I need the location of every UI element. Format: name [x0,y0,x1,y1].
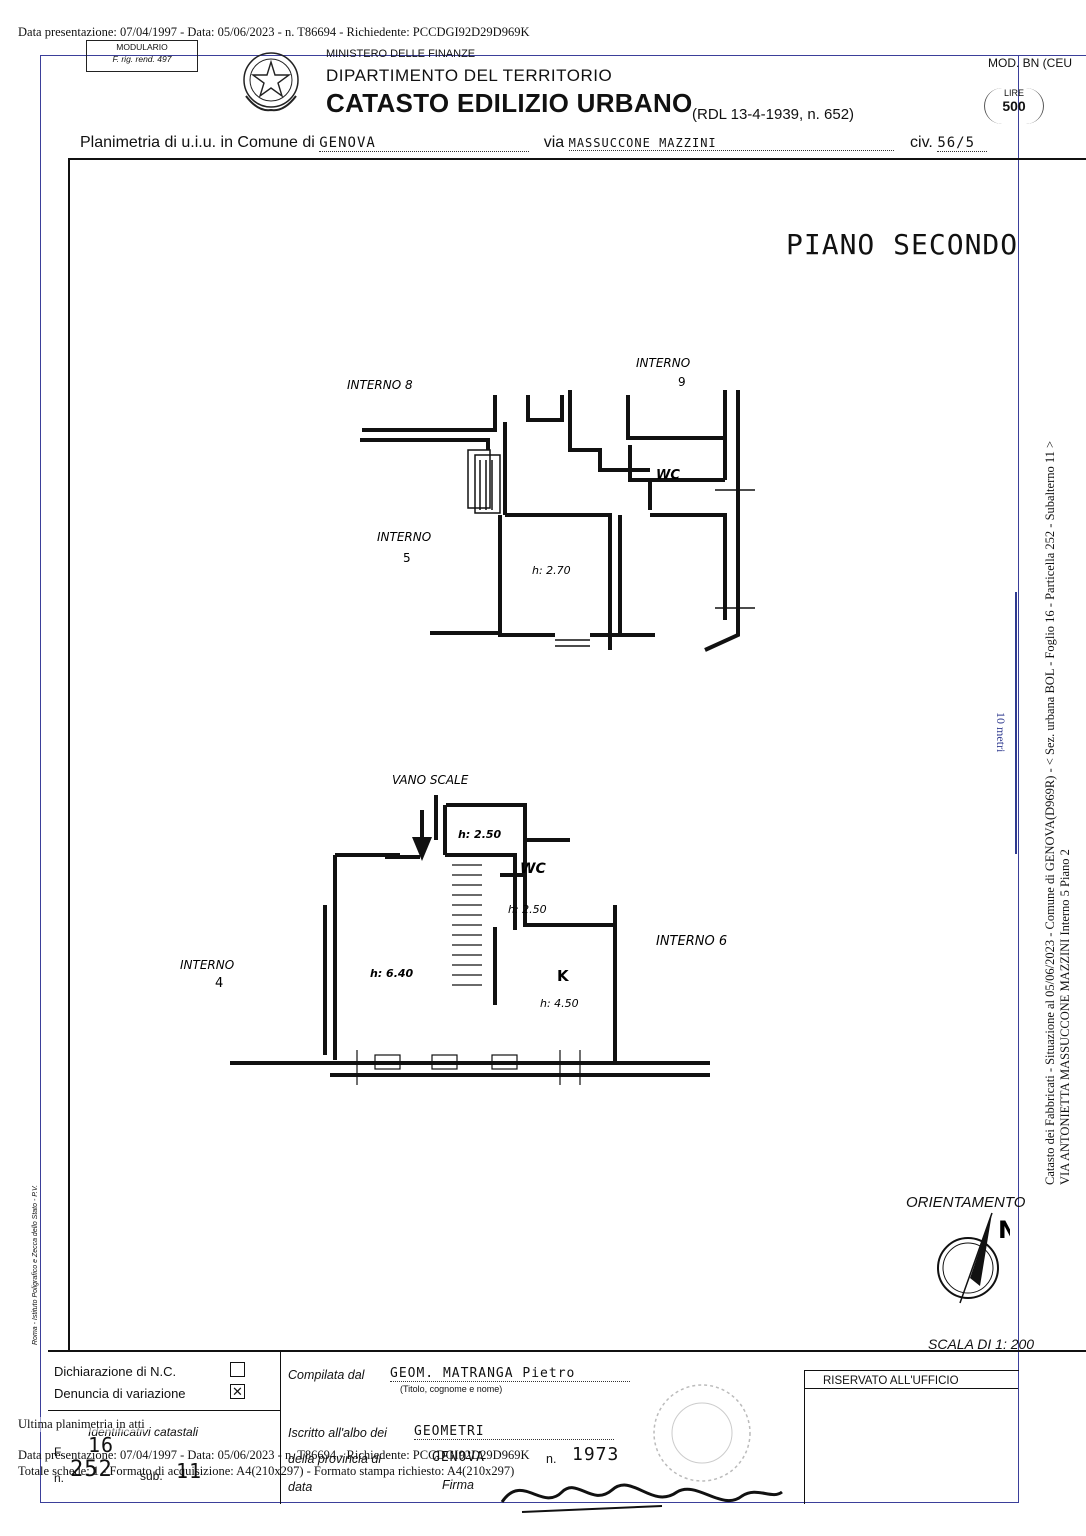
frame-right-line [1018,55,1019,1503]
via-label: via [543,134,565,151]
data-label: data [288,1480,313,1494]
stamp-ultima: Ultima planimetria in atti [18,1417,145,1432]
vano-scale-label: VANO SCALE [392,773,469,787]
iscritto-value: GEOMETRI [414,1424,614,1440]
stamp-bottom-totale: Totale schede: 1 - Formato di acquisizio… [18,1464,515,1478]
height-top-label: h: 2.70 [532,564,571,577]
interno5-number: 5 [403,551,411,565]
mod-code: MOD. BN (CEU [988,56,1072,70]
signature-icon [500,1483,783,1513]
drawing-area-bottom [48,1350,1086,1352]
foglio-value: 16 [88,1433,115,1457]
particella-label: n. [54,1471,65,1485]
interno9-number: 9 [678,375,686,389]
ministry-label: MINISTERO DELLE FINANZE [326,48,476,60]
side-text-line1-content: Catasto dei Fabbricati - Situazione al 0… [1043,440,1057,1185]
albo-number-label: n. [546,1452,557,1466]
kitchen-label: K [557,967,570,985]
catasto-title: CATASTO EDILIZIO URBANO [326,88,693,118]
stamp-bottom-presentazione: Data presentazione: 07/04/1997 - Data: 0… [18,1448,530,1462]
drawing-area [68,158,1086,1350]
frame-bottom-line [40,1502,1018,1503]
wc-top-label: WC [656,468,680,483]
civ-label: civ. [910,134,933,151]
entrance-arrow-icon [412,837,432,861]
height-250b-label: h: 2.50 [508,903,547,916]
interno6-label: INTERNO 6 [656,934,727,949]
north-label: N [998,1216,1010,1244]
italian-emblem-icon [243,52,299,112]
side-text-line1: Catasto dei Fabbricati - Situazione al 0… [1043,441,1058,1185]
bottom-floor-plan: VANO SCALE h: 2.50 WC h: 2.50 INTERNO 6 … [180,773,727,1085]
albo-number-value: 1973 [572,1444,620,1465]
north-compass-icon: N [937,1212,1010,1304]
provincia-label: della provincia di [288,1452,382,1466]
law-reference: (RDL 13-4-1939, n. 652) [692,106,855,123]
sub-value: 11 [176,1459,203,1483]
riservato-box: RISERVATO ALL'UFFICIO [804,1370,1019,1504]
height-640-label: h: 6.40 [370,967,414,980]
dichiarazione-label: Dichiarazione di N.C. [54,1364,177,1379]
via-value: MASSUCCONE MAZZINI [568,136,894,151]
denuncia-checkbox-checked[interactable]: ✕ [230,1384,245,1399]
sub-label: sub. [140,1469,163,1483]
particella-value: 252 [70,1457,113,1482]
foglio-label: F. [54,1445,64,1459]
wc-bottom-label: WC [520,861,546,877]
provincia-value: GENOVA [432,1450,485,1465]
height-250a-label: h: 2.50 [458,828,502,841]
iscritto-label: Iscritto all'albo dei [288,1426,387,1440]
firma-label: Firma [442,1478,474,1492]
scale-bar-label: 10 metri [994,712,1008,753]
modulario-code: F. rig. rend. 497 [112,54,172,64]
top-floor-plan: INTERNO 8 INTERNO 9 WC INTERNO 5 h: 2.70 [347,356,755,652]
interno8-label: INTERNO 8 [347,378,413,392]
lire-stamp: LIRE 500 [984,88,1044,124]
lire-value: 500 [1002,98,1026,114]
comune-value: GENOVA [319,135,530,152]
riservato-divider [804,1388,1018,1389]
orientation-label: ORIENTAMENTO [906,1194,1026,1211]
side-text-line2-content: VIA ANTONIETTA MASSUCCONE MAZZINI Intern… [1058,849,1072,1185]
printer-note: Roma - Istituto Poligrafico e Zecca dell… [32,1184,39,1345]
compiler-box: Compilata dal GEOM. MATRANGA Pietro (Tit… [282,1352,802,1513]
scale-bar [1015,592,1017,854]
denuncia-label: Denuncia di variazione [54,1386,186,1401]
declaration-box: Dichiarazione di N.C. Denuncia di variaz… [48,1352,281,1410]
modulario-label: MODULARIO [116,42,168,52]
dichiarazione-checkbox[interactable] [230,1362,245,1377]
side-text-line2: VIA ANTONIETTA MASSUCCONE MAZZINI Intern… [1058,585,1073,1185]
identificativi-box: Identificativi catastali F. 16 n. 252 su… [48,1410,281,1504]
civ-value: 56/5 [937,135,988,152]
height-450-label: h: 4.50 [540,997,579,1010]
compilata-label: Compilata dal [288,1368,365,1382]
frame-left-line [40,55,41,1503]
frame-top-line [40,55,1086,56]
planimetria-line: Planimetria di u.i.u. in Comune di GENOV… [80,134,988,152]
comune-label: Planimetria di u.i.u. in Comune di [80,134,315,151]
lire-label: LIRE [1003,88,1024,98]
interno9-label: INTERNO [636,356,690,370]
interno5-label: INTERNO [377,530,431,544]
interno4-number: 4 [215,976,223,991]
department-label: DIPARTIMENTO DEL TERRITORIO [326,66,613,85]
office-seal-icon [653,1384,751,1482]
titolo-caption: (Titolo, cognome e nome) [400,1384,503,1394]
stamp-top: Data presentazione: 07/04/1997 - Data: 0… [18,25,530,39]
scale-label: SCALA DI 1: 200 [928,1336,1035,1352]
floor-title: PIANO SECONDO [786,228,1019,261]
riservato-label: RISERVATO ALL'UFFICIO [823,1375,959,1387]
modulario-box: MODULARIO F. rig. rend. 497 [86,40,198,72]
compilata-value: GEOM. MATRANGA Pietro [390,1366,630,1382]
interno4-label: INTERNO [180,958,234,972]
